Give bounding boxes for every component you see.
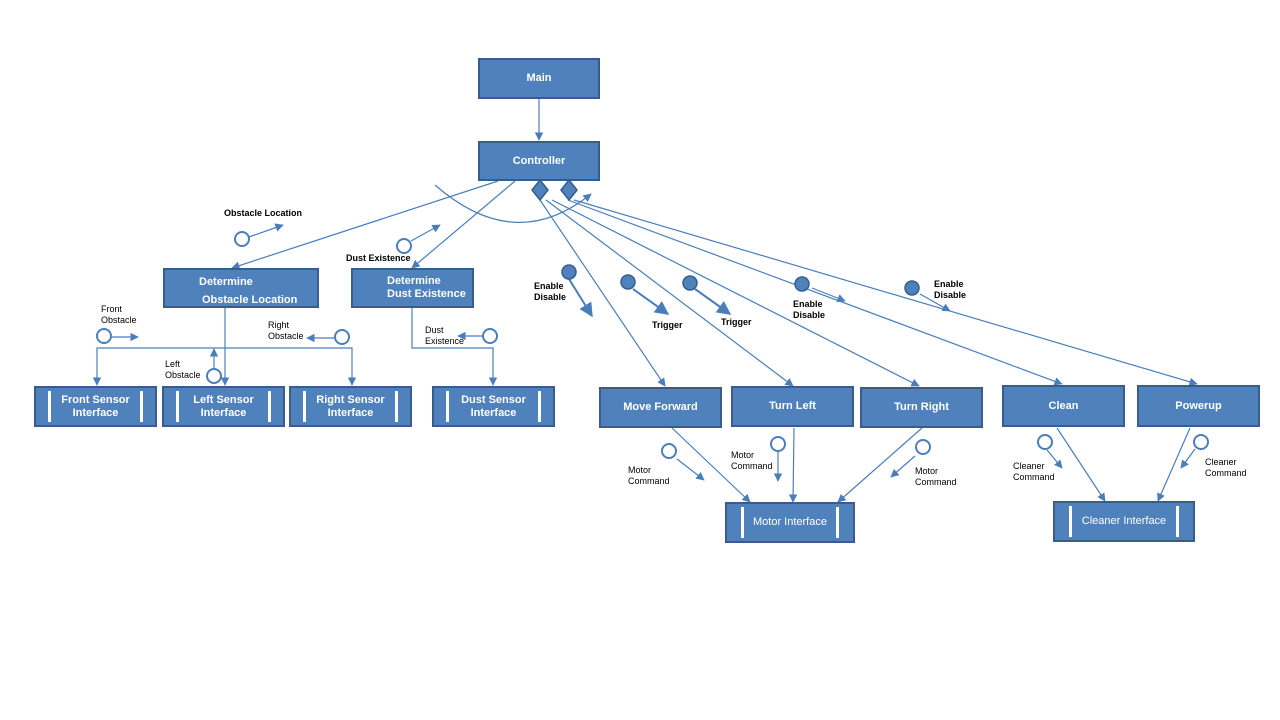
control-couple-circle — [620, 274, 636, 290]
label-left-obstacle: Left Obstacle — [165, 359, 201, 380]
connector-controller-powerup — [573, 199, 1198, 386]
label-trigger-1: Trigger — [652, 320, 683, 330]
data-couple-circle — [482, 328, 498, 344]
module-front-sensor-interface: Front Sensor Interface — [34, 386, 157, 427]
module-determine-obstacle-location: Determine Obstacle Location — [163, 268, 319, 308]
control-couple-circle — [561, 264, 577, 280]
label-cleaner-command-2: Cleaner Command — [1205, 457, 1247, 478]
label-cleaner-command-1: Cleaner Command — [1013, 461, 1055, 482]
module-controller: Controller — [478, 141, 600, 181]
decision-diamond — [560, 178, 578, 202]
module-label: Determine — [199, 276, 253, 288]
data-couple-circle — [770, 436, 786, 452]
data-couple-circle — [334, 329, 350, 345]
control-arrow-enable-disable-2 — [811, 287, 846, 303]
module-move-forward: Move Forward — [599, 387, 722, 428]
connector-controller-turn-left — [545, 199, 794, 387]
module-main: Main — [478, 58, 600, 99]
data-couple-circle — [915, 439, 931, 455]
couple-arrow-motor-command-3 — [890, 455, 916, 478]
connector-powerup-cleaner — [1157, 427, 1191, 502]
decision-diamond — [531, 178, 549, 202]
connector-turn-right-motor — [837, 427, 923, 503]
control-arrow-trigger-2 — [694, 288, 732, 315]
data-couple-circle — [1193, 434, 1209, 450]
data-couple-circle — [206, 368, 222, 384]
module-label: Obstacle Location — [202, 294, 298, 306]
module-turn-right: Turn Right — [860, 387, 983, 428]
label-motor-command-1: Motor Command — [628, 465, 670, 486]
label-trigger-2: Trigger — [721, 317, 752, 327]
data-couple-circle — [234, 231, 250, 247]
connector-controller-clean — [567, 199, 1063, 386]
module-determine-dust-existence: Determine Dust Existence — [351, 268, 474, 308]
connector-controller-determine-dust — [411, 180, 516, 269]
data-couple-circle — [1037, 434, 1053, 450]
module-cleaner-interface: Cleaner Interface — [1053, 501, 1195, 542]
connector-controller-turn-right — [551, 199, 920, 387]
control-arrow-enable-disable-3 — [919, 293, 951, 312]
couple-arrow-dust-existence — [410, 224, 441, 242]
control-couple-circle — [794, 276, 810, 292]
module-clean: Clean — [1002, 385, 1125, 427]
module-motor-interface: Motor Interface — [725, 502, 855, 543]
label-enable-disable-1: Enable Disable — [534, 281, 567, 302]
couple-arrow-cleaner-command-1 — [1046, 449, 1063, 469]
module-left-sensor-interface: Left Sensor Interface — [162, 386, 285, 427]
connector-obstacle-right-sensor — [225, 347, 357, 386]
module-turn-left: Turn Left — [731, 386, 854, 427]
label-motor-command-3: Motor Command — [915, 466, 957, 487]
control-couple-circle — [682, 275, 698, 291]
connector-controller-move-forward — [539, 199, 666, 387]
label-enable-disable-3: Enable Disable — [934, 279, 967, 300]
connector-turn-left-motor — [788, 427, 798, 503]
data-couple-circle — [396, 238, 412, 254]
iteration-loop-arc — [434, 184, 592, 223]
connector-controller-determine-obstacle — [231, 180, 499, 270]
module-dust-sensor-interface: Dust Sensor Interface — [432, 386, 555, 427]
connector-move-forward-motor — [671, 427, 751, 503]
label-front-obstacle: Front Obstacle — [101, 304, 137, 325]
module-powerup: Powerup — [1137, 385, 1260, 427]
data-couple-circle — [96, 328, 112, 344]
connector-obstacle-front-sensor — [92, 347, 225, 386]
control-couple-circle — [904, 280, 920, 296]
label-obstacle-location: Obstacle Location — [224, 208, 303, 218]
couple-arrow-cleaner-command-2 — [1180, 448, 1196, 469]
connector-dust-sensor — [411, 307, 498, 386]
label-enable-disable-2: Enable Disable — [793, 299, 826, 320]
label-motor-command-2: Motor Command — [731, 450, 773, 471]
module-right-sensor-interface: Right Sensor Interface — [289, 386, 412, 427]
data-couple-circle — [661, 443, 677, 459]
control-arrow-trigger-1 — [632, 288, 670, 315]
label-right-obstacle: Right Obstacle — [268, 320, 304, 341]
couple-arrow-obstacle-location — [248, 223, 284, 238]
control-arrow-enable-disable-1 — [568, 278, 593, 318]
couple-arrow-motor-command-1 — [676, 458, 705, 481]
connector-clean-cleaner — [1056, 427, 1106, 502]
label-dust-existence-small: Dust Existence — [425, 325, 465, 346]
label-dust-existence: Dust Existence — [346, 253, 411, 263]
